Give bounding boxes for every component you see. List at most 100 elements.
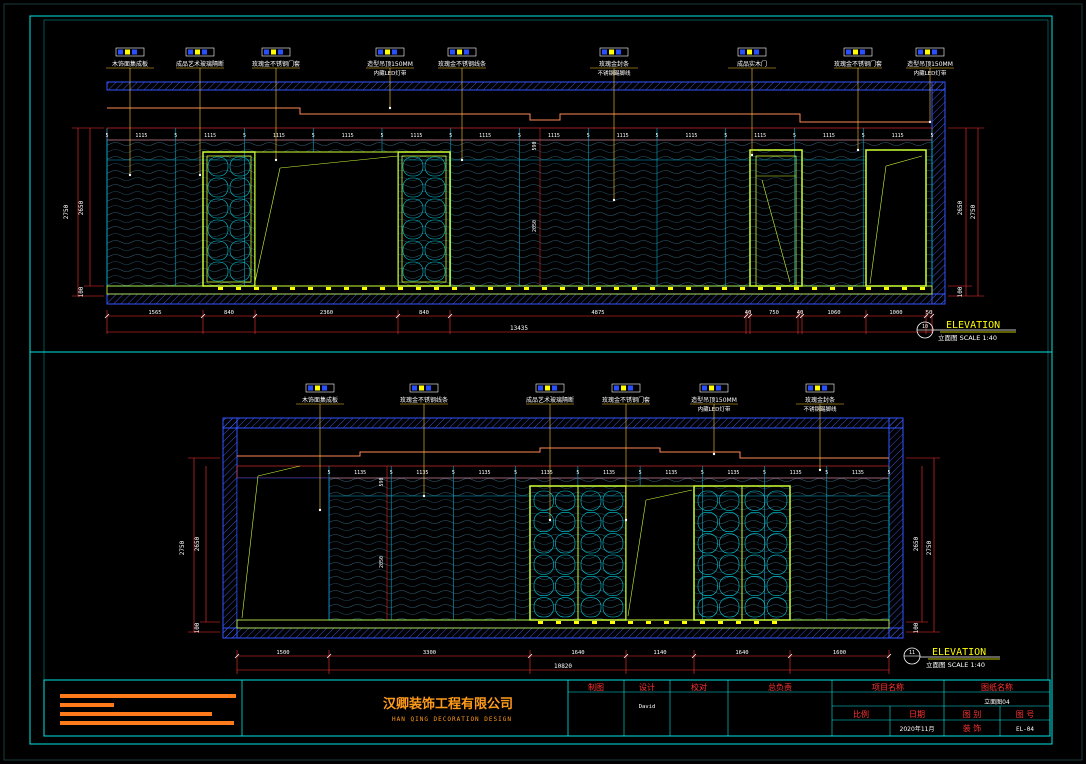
callout-tag-mark <box>385 49 390 55</box>
callout-tag-mark <box>195 49 200 55</box>
callout-tag-mark <box>271 49 276 55</box>
top-panel-width: 1115 <box>823 133 835 139</box>
right-wall <box>931 81 946 305</box>
callout-tag-mark <box>609 49 614 55</box>
callout-label: 玫瑰金不锈钢线条 <box>400 396 448 404</box>
dim-tick <box>799 313 805 319</box>
dim-tick <box>104 313 110 319</box>
bottom-dim-lines-b <box>237 655 889 671</box>
dim-value: 750 <box>769 310 779 316</box>
callout-label: 玫瑰金不锈钢门套 <box>602 396 650 404</box>
top-panel-width: 1115 <box>342 133 354 139</box>
top-panel-width: 1115 <box>479 133 491 139</box>
callout-tag <box>185 47 215 57</box>
callout-dot <box>274 158 278 162</box>
gap-label: 5 <box>793 133 796 139</box>
gap-label: 5 <box>243 133 246 139</box>
designer-name: David <box>639 704 656 710</box>
callout-dot <box>422 494 426 498</box>
dim-tick <box>326 653 332 659</box>
callout-tag-mark <box>202 49 207 55</box>
callout-dot <box>128 173 132 177</box>
hdr-drawing: 图纸名称 <box>981 682 1013 692</box>
dim-tick <box>787 653 793 659</box>
dim-tick <box>527 653 533 659</box>
elevation-number-b: 11 <box>909 650 915 656</box>
total-dim-b: 10820 <box>554 663 572 670</box>
callout-label: 玫瑰金不锈钢门套 <box>252 60 300 68</box>
gap-label: 5 <box>576 470 579 476</box>
dim-tick <box>795 313 801 319</box>
perspective-line <box>254 167 281 283</box>
callout-tag <box>115 47 145 57</box>
glass-grid <box>402 156 446 282</box>
callout-tag-mark <box>132 49 137 55</box>
gap-label: 5 <box>105 133 108 139</box>
callout-dot <box>318 508 322 512</box>
callout-tag-mark <box>125 49 130 55</box>
glass-grid <box>580 490 624 618</box>
callout-tag-mark <box>754 49 759 55</box>
gap-label: 5 <box>639 470 642 476</box>
callout-dot <box>460 158 464 162</box>
inner-dim-590-b: 590 <box>379 477 385 486</box>
callout-label: 玫瑰金封条 <box>805 396 835 404</box>
callout-dot <box>856 148 860 152</box>
elevation-number: 10 <box>922 324 928 330</box>
dim-value: 40 <box>745 310 752 316</box>
callout-tag <box>447 47 477 57</box>
ceiling-profile <box>107 107 930 123</box>
height-dim-2750-b: 2750 <box>179 540 186 555</box>
callout-tag-mark <box>740 49 745 55</box>
logo-bars <box>60 694 236 725</box>
gap-label: 5 <box>587 133 590 139</box>
top-panel-width: 1115 <box>754 133 766 139</box>
glass-grid <box>744 490 788 618</box>
total-dim: 13435 <box>510 325 528 332</box>
callout-dot <box>712 452 716 456</box>
callout-tag <box>699 383 729 393</box>
callout-tag-mark <box>315 385 320 391</box>
callout-sublabel: 内藏LED灯带 <box>698 405 731 413</box>
callout-tag-mark <box>846 49 851 55</box>
callout-tag-mark <box>378 49 383 55</box>
callout-label: 玫瑰金不锈钢线条 <box>438 60 486 68</box>
callout-sublabel: 不锈钢踢脚线 <box>803 405 837 413</box>
ceiling-slab <box>106 81 946 91</box>
sheet-border <box>29 15 1053 745</box>
perspective-line <box>627 499 647 617</box>
callout-tag-mark <box>822 385 827 391</box>
dim-value: 3300 <box>423 650 436 656</box>
dim-value: 1060 <box>827 310 840 316</box>
hdr-checker: 校对 <box>691 682 707 692</box>
right-height-dims-b <box>906 457 940 633</box>
height-dim-2750: 2750 <box>63 204 70 219</box>
callout-tag-mark <box>278 49 283 55</box>
callout-tag-mark <box>808 385 813 391</box>
dim-tick <box>234 653 240 659</box>
number-value: EL-04 <box>1016 726 1034 733</box>
callout-tag-mark <box>426 385 431 391</box>
dim-tick <box>691 653 697 659</box>
top-panel-width: 1115 <box>548 133 560 139</box>
callout-tag <box>535 383 565 393</box>
dim-value: 1640 <box>571 650 584 656</box>
top-panel-width: 1115 <box>685 133 697 139</box>
callout-sublabel: 内藏LED灯带 <box>914 69 947 77</box>
gap-label: 5 <box>930 133 933 139</box>
dim-value: 840 <box>419 310 429 316</box>
callout-label: 造型吊顶150MM <box>691 396 737 404</box>
callout-tag-mark <box>308 385 313 391</box>
inner-dim-590: 590 <box>532 141 538 150</box>
bot-panel-width: 1135 <box>852 470 864 476</box>
callout-tag-mark <box>552 385 557 391</box>
callout-tag-mark <box>815 385 820 391</box>
perspective-line <box>645 489 693 501</box>
callout-tag <box>737 47 767 57</box>
right-height-dims <box>948 127 984 297</box>
skirting-b <box>236 619 890 629</box>
drawing-name: 立面图04 <box>984 698 1010 706</box>
